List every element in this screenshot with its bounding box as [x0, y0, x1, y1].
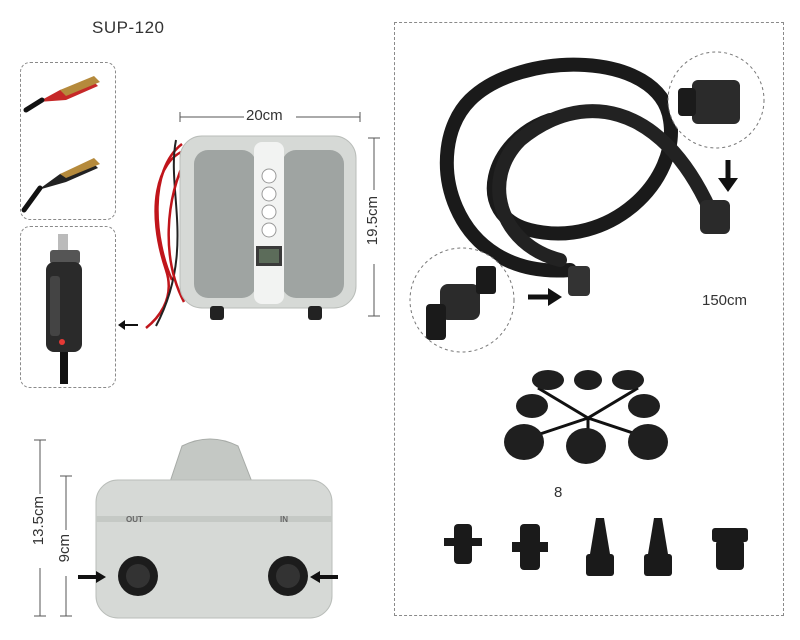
height-dimension-line [34, 439, 46, 617]
out-port-label: OUT [126, 515, 143, 524]
body-height-label: 9cm [56, 534, 73, 563]
hose-connector-detail [667, 51, 765, 149]
adapter-set [504, 370, 668, 464]
depth-dimension-line [368, 137, 380, 317]
car-plug-illustration [46, 234, 82, 384]
in-port-arrow [310, 571, 338, 583]
nozzle-row [444, 518, 748, 576]
product-title: SUP-120 [92, 18, 165, 37]
adapter-count-label: 8 [554, 484, 563, 501]
height-label: 13.5cm [30, 496, 47, 546]
pump-top-view [145, 135, 357, 329]
width-dimension-line [179, 112, 361, 122]
width-label: 20cm [246, 107, 283, 124]
in-port-label: IN [280, 515, 288, 524]
accessories-panel [394, 22, 784, 616]
battery-clips-illustration [21, 76, 100, 213]
out-port-arrow [78, 571, 106, 583]
connector-arrow [718, 160, 738, 192]
pump-front-view [95, 438, 333, 619]
nozzle-arrow [528, 288, 562, 306]
battery-clips-panel [20, 62, 116, 220]
car-plug-panel [20, 226, 116, 388]
plug-pointer-arrow [118, 320, 138, 330]
nozzle-detail [409, 247, 515, 353]
hose-length-label: 150cm [702, 292, 748, 309]
hose-illustration [439, 57, 730, 296]
body-height-dimension-line [60, 475, 72, 617]
